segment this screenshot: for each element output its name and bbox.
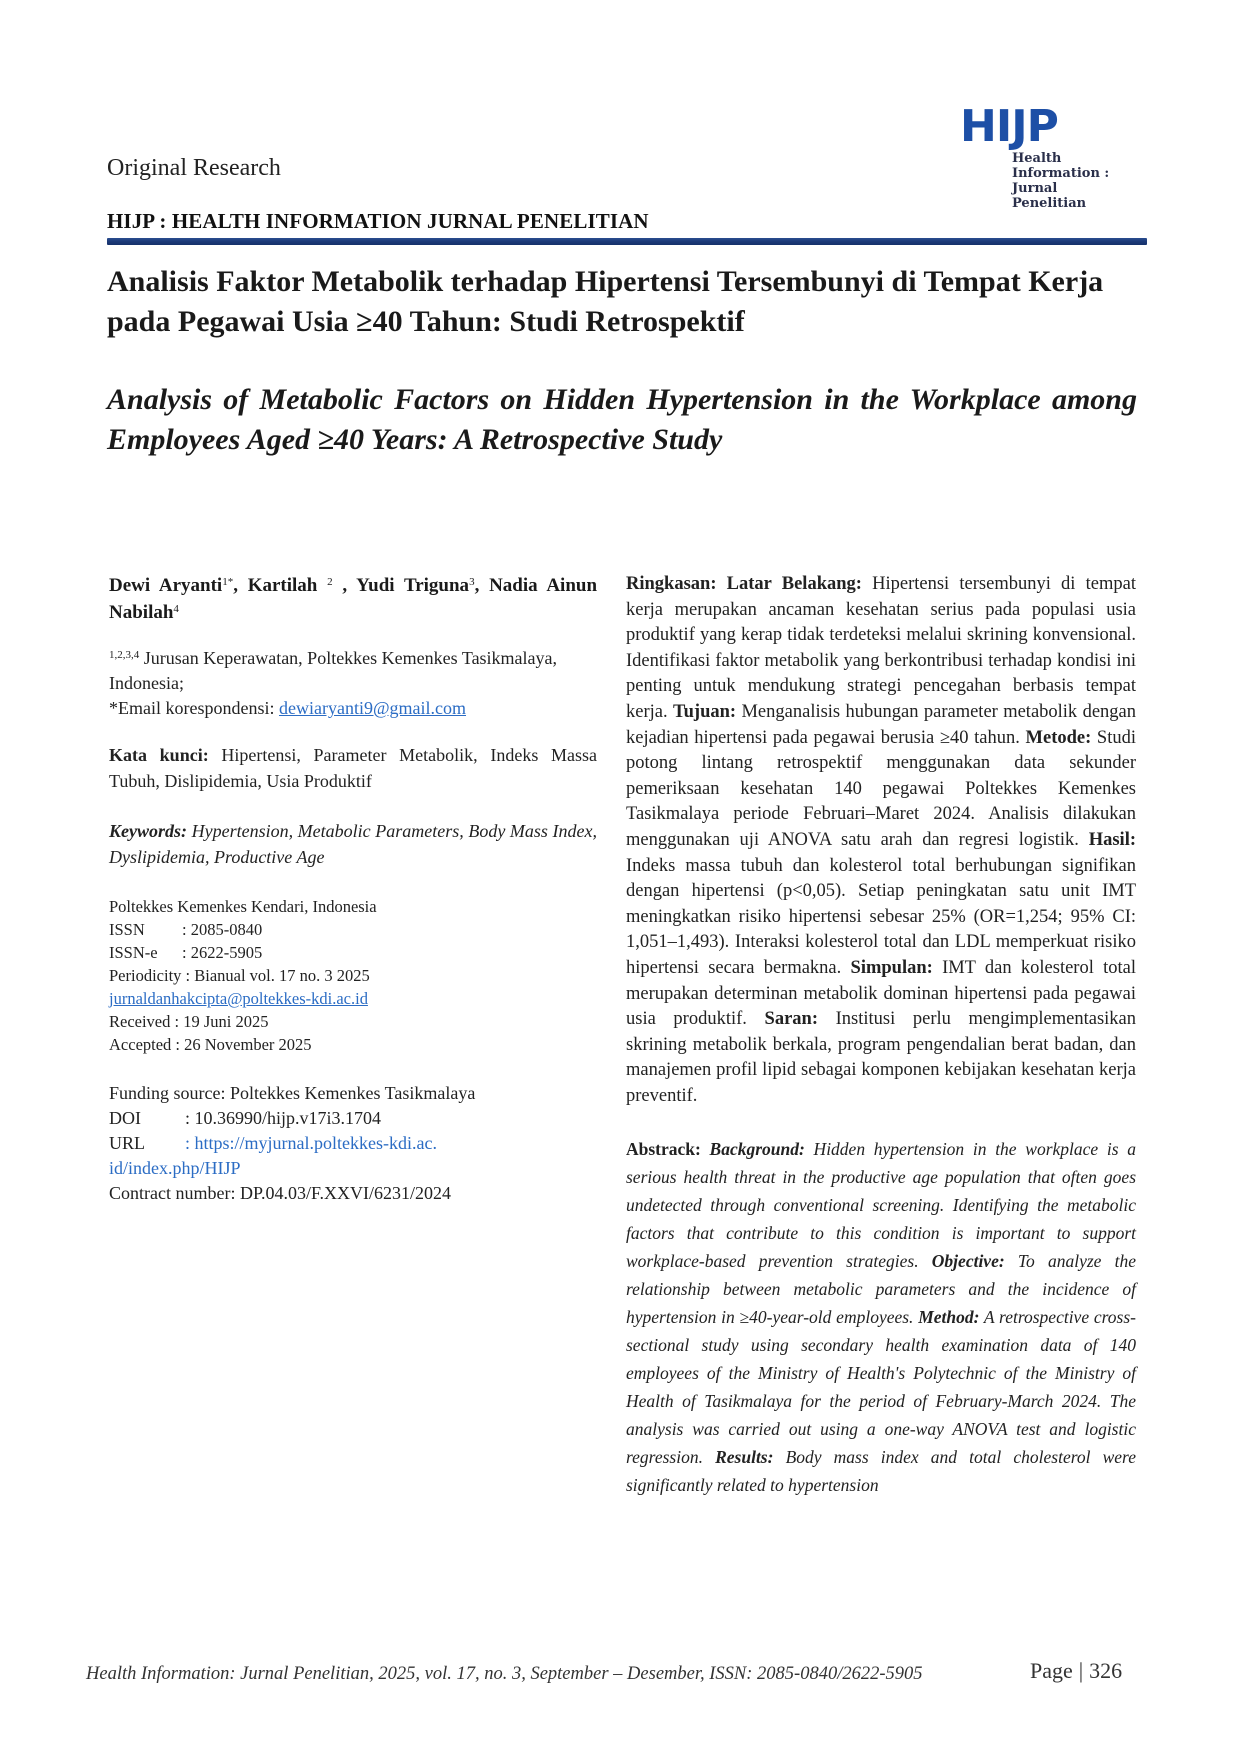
keywords-en-label: Keywords:: [109, 821, 187, 841]
affiliation: 1,2,3,4 Jurusan Keperawatan, Poltekkes K…: [109, 646, 597, 721]
tujuan-text: Menganalisis hubungan parameter metaboli…: [626, 701, 1136, 748]
metode-text: Studi potong lintang retrospektif menggu…: [626, 727, 1136, 850]
author-sup: 4: [173, 603, 179, 615]
doi-value: : 10.36990/hijp.v17i3.1704: [185, 1108, 382, 1128]
logo-subtitle: Health Information : Jurnal Penelitian: [1012, 151, 1109, 211]
header-divider: [107, 238, 1147, 245]
ringkasan-indonesian: Ringkasan: Latar Belakang: Hipertensi te…: [626, 572, 1136, 1109]
results-text: Body mass index and total cholesterol we…: [626, 1447, 1136, 1496]
simpulan-label: Simpulan:: [850, 957, 933, 978]
footer-citation: Health Information: Jurnal Penelitian, 2…: [86, 1664, 923, 1684]
periodicity: Periodicity : Bianual vol. 17 no. 3 2025: [109, 966, 370, 985]
abstract-english: Abstrack: Background: Hidden hypertensio…: [626, 1135, 1136, 1499]
simpulan-text: IMT dan kolesterol total merupakan deter…: [626, 957, 1136, 1030]
logo-subtitle-line: Jurnal: [1012, 181, 1058, 196]
left-column: Dewi Aryanti1*, Kartilah 2 , Yudi Trigun…: [109, 572, 597, 1206]
hasil-text: Indeks massa tubuh dan kolesterol total …: [626, 855, 1136, 978]
logo-mark: HIJP: [960, 101, 1059, 152]
issn-e-value: : 2622-5905: [182, 943, 263, 962]
author-sup: 3: [469, 576, 475, 588]
affiliation-sup: 1,2,3,4: [109, 649, 140, 661]
saran-text: Institusi perlu mengimplementasikan skri…: [626, 1009, 1136, 1106]
page-separator: |: [1078, 1658, 1084, 1683]
journal-logo: HIJP Health Information : Jurnal Penelit…: [960, 105, 1130, 225]
keywords-english: Keywords: Hypertension, Metabolic Parame…: [109, 818, 597, 870]
keywords-indonesian: Kata kunci: Hipertensi, Parameter Metabo…: [109, 742, 597, 794]
author-list: Dewi Aryanti1*, Kartilah 2 , Yudi Trigun…: [109, 575, 598, 623]
accepted-date: Accepted : 26 November 2025: [109, 1035, 312, 1054]
tujuan-label: Tujuan:: [673, 701, 737, 722]
logo-subtitle-line: Information :: [1012, 166, 1110, 181]
keywords-id-label: Kata kunci:: [109, 745, 209, 765]
journal-email-link[interactable]: jurnaldanhakcipta@poltekkes-kdi.ac.id: [109, 989, 368, 1008]
url-prefix: :: [185, 1133, 195, 1153]
affiliation-text: Jurusan Keperawatan, Poltekkes Kemenkes …: [109, 648, 558, 693]
author-name: Nadia Ainun Nabilah: [109, 575, 598, 623]
objective-label: Objective:: [931, 1251, 1005, 1272]
page-label: Page: [1030, 1658, 1073, 1683]
journal-url-link[interactable]: https://myjurnal.poltekkes-kdi.ac.id/ind…: [109, 1133, 437, 1178]
funding-info: Funding source: Poltekkes Kemenkes Tasik…: [109, 1081, 597, 1206]
doi-row: DOI : 10.36990/hijp.v17i3.1704: [109, 1106, 597, 1131]
saran-label: Saran:: [764, 1009, 818, 1030]
results-label: Results:: [715, 1447, 774, 1468]
received-date: Received : 19 Juni 2025: [109, 1012, 269, 1031]
keywords-id-text: Hipertensi, Parameter Metabolik, Indeks …: [109, 745, 598, 791]
author-name: Yudi Triguna: [356, 575, 470, 596]
author-sup: 1*: [222, 576, 234, 588]
ringkasan-heading: Ringkasan: Latar Belakang:: [626, 574, 862, 594]
issn-e-row: ISSN-e : 2622-5905: [109, 941, 597, 964]
url-label: URL: [109, 1133, 145, 1153]
logo-subtitle-line: Penelitian: [1012, 196, 1087, 211]
hasil-label: Hasil:: [1088, 829, 1136, 850]
background-text: Hidden hypertension in the workplace is …: [626, 1139, 1136, 1272]
abstract-heading: Abstrack:: [626, 1139, 701, 1160]
issn-e-label: ISSN-e: [109, 943, 158, 962]
title-indonesian: Analisis Faktor Metabolik terhadap Hiper…: [107, 265, 1104, 338]
issn-row: ISSN : 2085-0840: [109, 918, 597, 941]
author-name: Dewi Aryanti: [109, 575, 223, 596]
article-type: Original Research: [107, 155, 281, 181]
method-text: A retrospective cross-sectional study us…: [626, 1307, 1136, 1468]
contract-number: Contract number: DP.04.03/F.XXVI/6231/20…: [109, 1183, 452, 1203]
email-label: *Email korespondensi:: [109, 698, 279, 718]
author-name: Kartilah: [247, 575, 318, 596]
funding-source: Funding source: Poltekkes Kemenkes Tasik…: [109, 1083, 476, 1103]
objective-text: To analyze the relationship between meta…: [626, 1251, 1137, 1328]
background-label: Background:: [700, 1139, 805, 1160]
keywords-en-text: Hypertension, Metabolic Parameters, Body…: [109, 821, 597, 867]
url-row: URL: https://myjurnal.poltekkes-kdi.ac.i…: [109, 1131, 439, 1181]
ringkasan-background: Hipertensi tersembunyi di tempat kerja m…: [626, 574, 1136, 722]
publisher: Poltekkes Kemenkes Kendari, Indonesia: [109, 897, 377, 916]
corresponding-email-link[interactable]: dewiaryanti9@gmail.com: [278, 698, 467, 718]
method-label: Method:: [918, 1307, 980, 1328]
journal-name: HIJP : HEALTH INFORMATION JURNAL PENELIT…: [107, 209, 649, 233]
metode-label: Metode:: [1025, 727, 1092, 748]
title-english: Analysis of Metabolic Factors on Hidden …: [107, 383, 1137, 456]
author-sup: 2: [327, 576, 333, 588]
page-number-block: Page|326: [1030, 1658, 1122, 1684]
issn-label: ISSN: [109, 920, 145, 939]
right-column: Ringkasan: Latar Belakang: Hipertensi te…: [626, 572, 1136, 1499]
doi-label: DOI: [109, 1108, 141, 1128]
page-number: 326: [1089, 1658, 1123, 1683]
publication-info: Poltekkes Kemenkes Kendari, Indonesia IS…: [109, 895, 597, 1056]
logo-subtitle-line: Health: [1012, 151, 1062, 166]
issn-value: : 2085-0840: [182, 920, 263, 939]
